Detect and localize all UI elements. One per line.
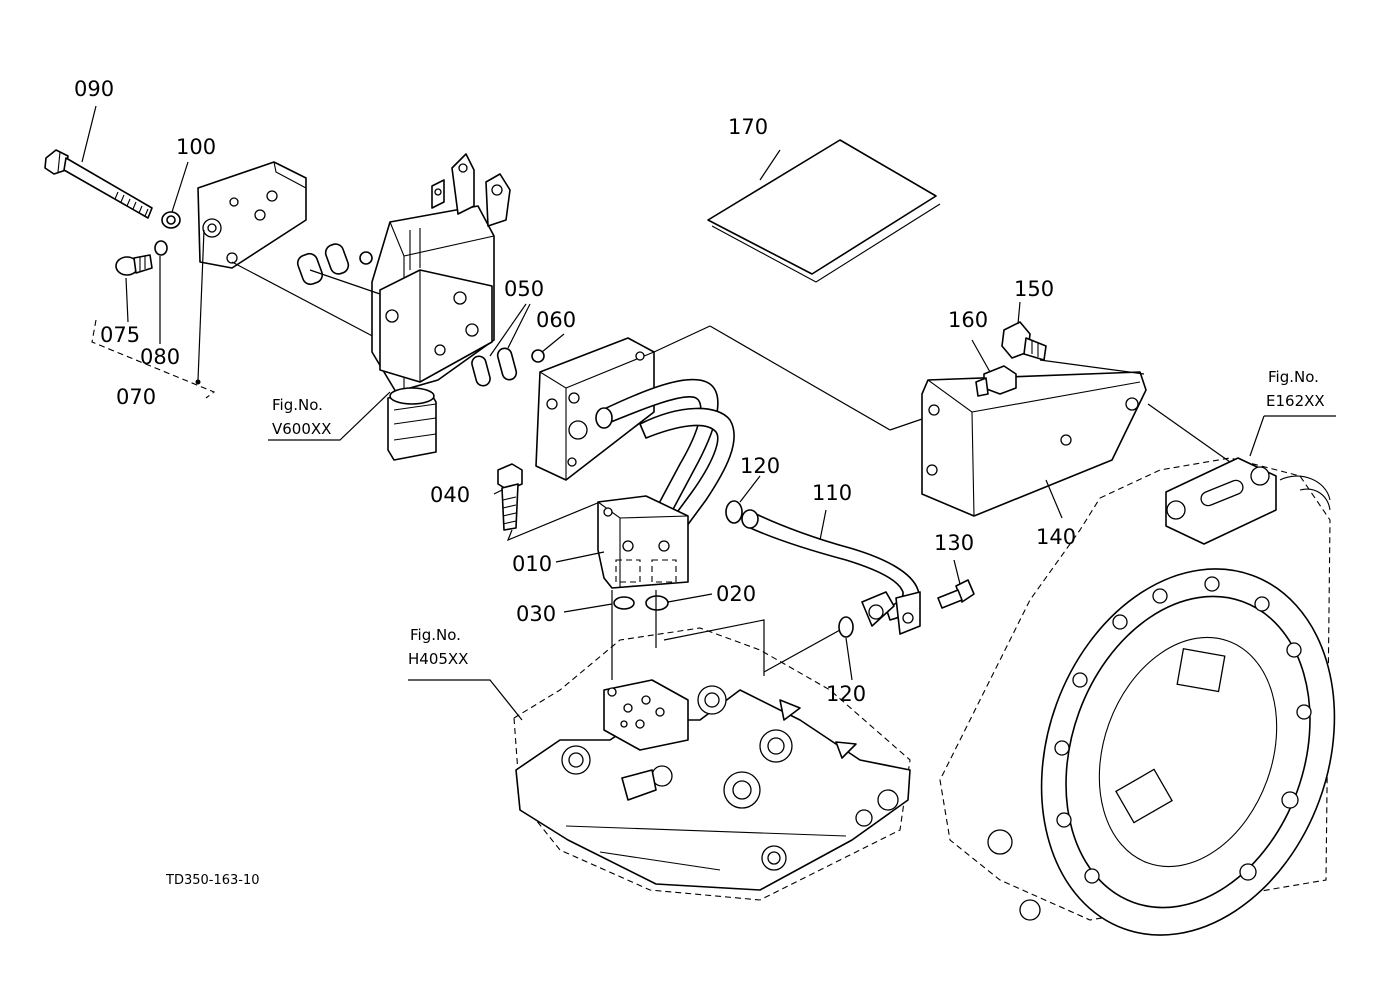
bolt-040 — [497, 463, 523, 531]
label-150: 150 — [1014, 277, 1054, 301]
bolt-130 — [937, 579, 975, 609]
bracket-140 — [921, 371, 1147, 517]
pipe-110 — [741, 509, 921, 635]
label-120-bottom: 120 — [826, 682, 866, 706]
figure-ref-v600: Fig.No. V600XX — [272, 396, 331, 438]
figure-ref-e162: Fig.No. E162XX — [1266, 368, 1325, 410]
label-020: 020 — [716, 582, 756, 606]
label-120-top: 120 — [740, 454, 780, 478]
plug-075 — [115, 254, 153, 276]
label-140: 140 — [1036, 525, 1076, 549]
housing-h405 — [513, 619, 911, 901]
fitting-150 — [1001, 321, 1047, 361]
manifold-010 — [597, 495, 689, 589]
label-170: 170 — [728, 115, 768, 139]
callout-labels: 090 100 075 080 070 170 050 060 040 010 … — [74, 77, 1076, 706]
hydraulic-pipes — [595, 378, 735, 539]
o-rings-050 — [471, 347, 518, 387]
label-010: 010 — [512, 552, 552, 576]
figure-ref-h405: Fig.No. H405XX — [408, 626, 468, 668]
fig-ref-h405-code: H405XX — [408, 650, 468, 668]
fig-ref-h405-title: Fig.No. — [410, 626, 461, 644]
o-ring-120-bottom — [838, 616, 854, 638]
fig-ref-v600-code: V600XX — [272, 420, 331, 438]
label-050: 050 — [504, 277, 544, 301]
leader-lines — [81, 105, 1336, 721]
label-040: 040 — [430, 483, 470, 507]
label-070: 070 — [116, 385, 156, 409]
washer-100 — [161, 211, 181, 229]
o-ring-120-top — [725, 500, 743, 524]
o-ring-020 — [645, 595, 669, 611]
label-060: 060 — [536, 308, 576, 332]
housing-e162 — [939, 457, 1336, 936]
fig-ref-e162-code: E162XX — [1266, 392, 1325, 410]
label-130: 130 — [934, 531, 974, 555]
bolt-090 — [44, 149, 153, 219]
valve-gaskets — [296, 243, 373, 286]
end-cover-plate — [197, 161, 307, 269]
label-100: 100 — [176, 135, 216, 159]
label-090: 090 — [74, 77, 114, 101]
drawing-code: TD350-163-10 — [165, 873, 260, 888]
adapter-block — [535, 337, 655, 481]
o-ring-060 — [531, 349, 545, 363]
label-075: 075 — [100, 323, 140, 347]
label-080: 080 — [140, 345, 180, 369]
fig-ref-v600-title: Fig.No. — [272, 396, 323, 414]
group-bracket-070 — [91, 319, 216, 399]
o-ring-030 — [613, 596, 635, 610]
control-valve-assembly — [371, 153, 511, 461]
fitting-160 — [975, 365, 1017, 397]
label-110: 110 — [812, 481, 852, 505]
label-160: 160 — [948, 308, 988, 332]
sheet-170 — [707, 139, 941, 283]
fig-ref-e162-title: Fig.No. — [1268, 368, 1319, 386]
label-030: 030 — [516, 602, 556, 626]
o-ring-080 — [154, 240, 168, 256]
